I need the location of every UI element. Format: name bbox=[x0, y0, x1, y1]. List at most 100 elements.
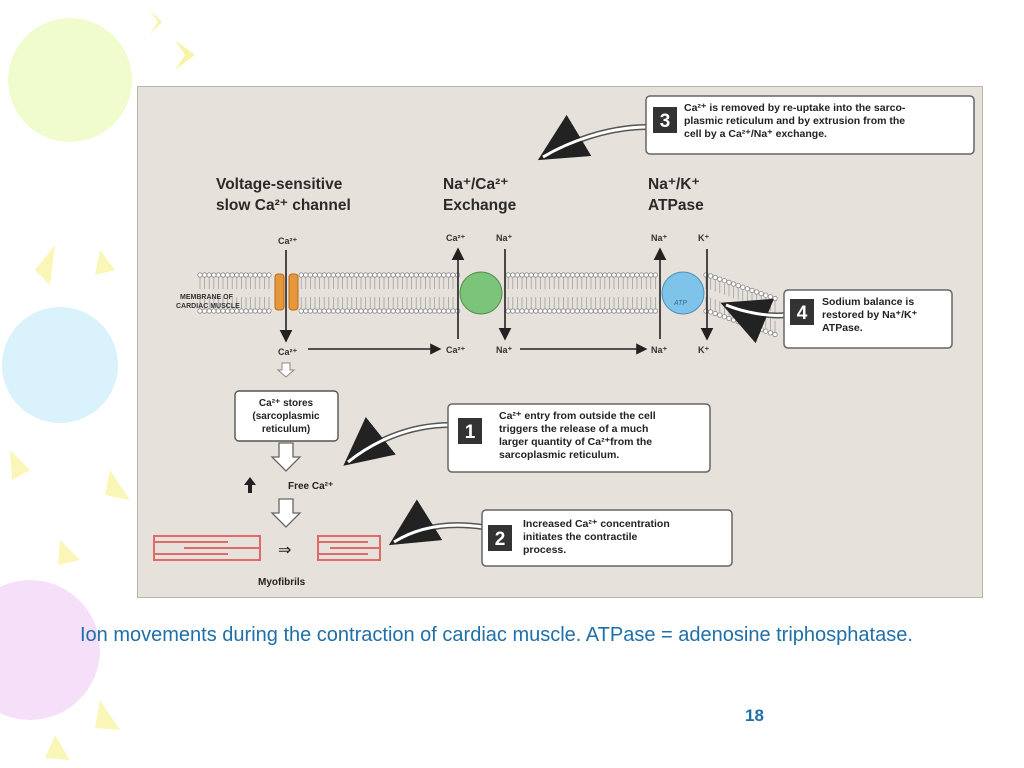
callout-1-pointer bbox=[343, 417, 451, 466]
myofibril-contracted bbox=[317, 535, 381, 561]
lipid-head bbox=[386, 272, 392, 278]
lipid-head bbox=[712, 274, 718, 281]
lipid-head bbox=[721, 278, 728, 284]
lipid-head bbox=[298, 272, 304, 278]
callout-3-badge bbox=[653, 107, 677, 133]
channel-heading-line1: Voltage-sensitive bbox=[216, 176, 343, 193]
balloon-decoration bbox=[8, 18, 132, 142]
channel-bottom-ion: Ca²⁺ bbox=[278, 347, 298, 357]
lipid-head bbox=[763, 328, 769, 334]
star-decoration bbox=[105, 470, 130, 500]
lipid-head bbox=[606, 272, 612, 278]
atp-label: ATP bbox=[673, 300, 687, 307]
lipid-head bbox=[427, 272, 433, 278]
increase-up-arrow bbox=[244, 477, 256, 493]
callout-2-badge bbox=[488, 525, 512, 551]
lipid-head bbox=[367, 308, 373, 314]
lipid-head bbox=[307, 272, 313, 278]
lipid-head bbox=[767, 330, 774, 336]
lipid-head bbox=[349, 272, 355, 278]
lipid-head bbox=[556, 308, 562, 314]
lipid-head bbox=[445, 272, 451, 278]
lipid-head bbox=[372, 272, 378, 278]
lipid-head bbox=[523, 272, 530, 278]
lipid-head bbox=[243, 272, 249, 278]
callout-4-line2: restored by Na⁺/K⁺ bbox=[822, 309, 918, 321]
membrane-label-line2: CARDIAC MUSCLE bbox=[176, 303, 240, 310]
lipid-head bbox=[376, 272, 382, 278]
lipid-head bbox=[519, 308, 525, 314]
lipid-head bbox=[404, 272, 410, 278]
lipid-head bbox=[551, 308, 557, 314]
membrane-label-line1: MEMBRANE OF bbox=[180, 294, 234, 301]
callout-3-line1: Ca²⁺ is removed by re-uptake into the sa… bbox=[684, 102, 906, 114]
star-decoration bbox=[95, 250, 115, 275]
star-decoration bbox=[95, 700, 120, 730]
balloon-decoration bbox=[0, 580, 100, 720]
exchange-heading-line2: Exchange bbox=[443, 197, 517, 214]
lipid-head bbox=[574, 308, 580, 314]
lipid-head bbox=[744, 286, 751, 292]
lipid-head bbox=[234, 272, 240, 278]
lipid-head bbox=[395, 272, 401, 278]
lipid-head bbox=[248, 308, 254, 314]
lipid-head bbox=[353, 272, 359, 278]
lipid-head bbox=[597, 272, 603, 278]
lipid-head bbox=[620, 272, 626, 278]
lipid-head bbox=[749, 323, 755, 329]
lipid-head bbox=[372, 308, 378, 314]
lipid-head bbox=[349, 308, 355, 314]
lipid-head bbox=[758, 291, 764, 297]
lipid-head bbox=[772, 295, 778, 302]
atpase-top-na: Na⁺ bbox=[651, 233, 668, 243]
lipid-head bbox=[367, 272, 373, 278]
lipid-head bbox=[717, 276, 723, 282]
ca-stores-line1: Ca²⁺ stores bbox=[259, 398, 314, 409]
ca-stores-line2: (sarcoplasmic bbox=[252, 411, 320, 422]
lipid-head bbox=[197, 272, 203, 278]
lipid-head bbox=[408, 272, 415, 278]
lipid-head bbox=[537, 308, 543, 314]
lipid-head bbox=[321, 308, 327, 314]
exchange-bottom-na: Na⁺ bbox=[496, 345, 513, 355]
lipid-head bbox=[335, 272, 341, 278]
lipid-head bbox=[652, 308, 659, 314]
lipid-head bbox=[220, 272, 226, 278]
lipid-head bbox=[330, 272, 336, 278]
calcium-channel-left bbox=[274, 273, 285, 311]
lipid-head bbox=[326, 308, 332, 314]
lipid-head bbox=[542, 308, 548, 314]
star-decoration bbox=[175, 40, 195, 70]
lipid-head bbox=[321, 272, 327, 278]
na-ca-exchanger bbox=[459, 271, 503, 315]
callout-3-pointer bbox=[537, 114, 649, 161]
calcium-channel-right bbox=[288, 273, 299, 311]
lipid-head bbox=[707, 273, 714, 279]
lipid-head bbox=[252, 308, 258, 314]
lipid-head bbox=[298, 308, 304, 314]
lipid-head bbox=[243, 308, 249, 314]
lipid-head bbox=[611, 308, 617, 314]
lipid-head bbox=[413, 308, 419, 314]
lipid-head bbox=[376, 308, 382, 314]
lipid-head bbox=[588, 308, 594, 314]
callout-4-line3: ATPase. bbox=[822, 322, 863, 334]
lipid-head bbox=[523, 308, 530, 314]
lipid-head bbox=[629, 308, 635, 314]
lipid-head bbox=[560, 308, 566, 314]
lipid-head bbox=[519, 272, 525, 278]
callout-1-line4: sarcoplasmic reticulum. bbox=[499, 449, 619, 461]
lipid-head bbox=[202, 272, 208, 278]
lipid-head bbox=[266, 272, 272, 278]
lipid-head bbox=[381, 272, 387, 278]
lipid-head bbox=[257, 272, 263, 278]
lipid-head bbox=[390, 272, 396, 278]
lipid-head bbox=[726, 315, 732, 321]
lipid-head bbox=[386, 308, 392, 314]
lipid-head bbox=[413, 272, 419, 278]
lipid-head bbox=[592, 308, 599, 314]
lipid-head bbox=[615, 272, 622, 278]
callout-2-line3: process. bbox=[523, 544, 566, 556]
callout-2-pointer-fill bbox=[393, 523, 484, 544]
